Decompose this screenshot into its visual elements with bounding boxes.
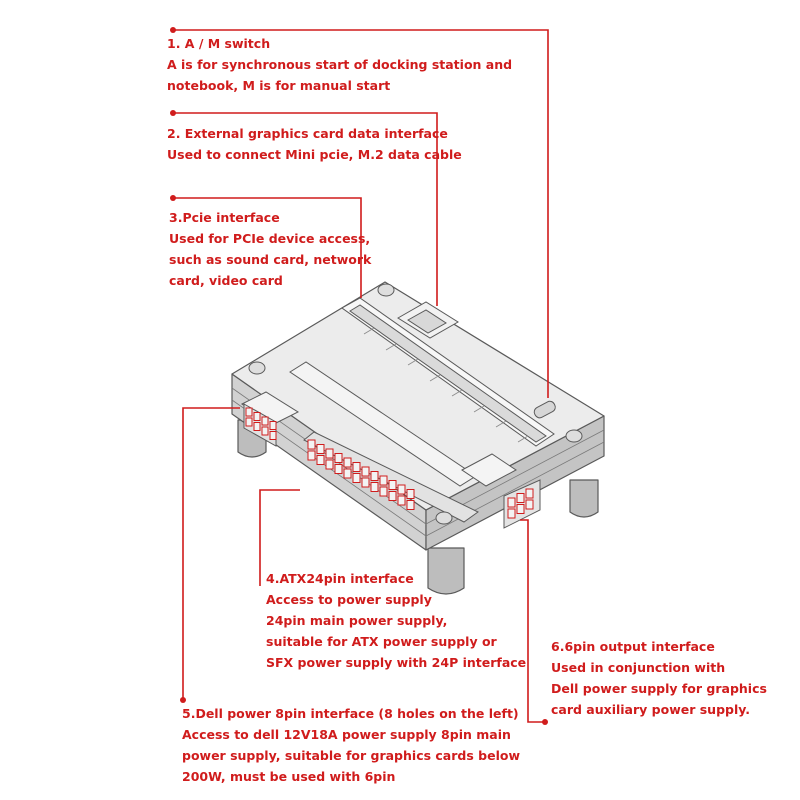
connector-pin: [370, 471, 379, 481]
annotation-line: card auxiliary power supply.: [551, 702, 751, 717]
annotation-atx24: 4.ATX24pin interface Access to power sup…: [266, 568, 526, 673]
annotation-line: 1. A / M switch: [167, 36, 271, 51]
connector-pin: [334, 464, 343, 474]
connector-pin: [261, 416, 269, 426]
annotation-line: 200W, must be used with 6pin: [182, 769, 396, 784]
callout-line-six-pin: [520, 519, 545, 723]
annotation-gpu-data: 2. External graphics card data interface…: [167, 123, 462, 165]
annotation-line: SFX power supply with 24P interface: [266, 655, 527, 670]
connector-pin: [253, 412, 261, 421]
connector-pin: [269, 421, 277, 430]
foot-front: [427, 547, 465, 595]
annotation-line: such as sound card, network: [169, 252, 372, 267]
connector-pin: [325, 459, 334, 470]
connector-pin: [245, 407, 253, 417]
annotation-line: suitable for ATX power supply or: [266, 634, 497, 649]
foot-right: [569, 479, 599, 518]
annotation-line: A is for synchronous start of docking st…: [167, 57, 513, 72]
connector-pin: [352, 473, 361, 483]
connector-pin: [343, 468, 352, 479]
annotation-six-pin: 6.6pin output interface Used in conjunct…: [551, 636, 767, 720]
annotation-line: 4.ATX24pin interface: [266, 571, 414, 586]
connector-pin: [352, 462, 361, 472]
connector-pin: [406, 489, 415, 499]
connector-pin: [307, 439, 316, 450]
connector-pin: [307, 450, 316, 461]
connector-pin: [516, 504, 525, 514]
callout-lines: [173, 29, 549, 723]
dell-8pin-pins: [245, 407, 277, 440]
connector-pin: [388, 491, 397, 501]
connector-pin: [388, 480, 397, 490]
connector-pin: [316, 444, 325, 454]
annotation-pcie: 3.Pcie interface Used for PCIe device ac…: [169, 207, 371, 291]
connector-pin: [316, 455, 325, 465]
connector-pin: [379, 486, 388, 497]
connector-pin: [397, 495, 406, 506]
connector-pin: [361, 466, 370, 477]
annotation-line: Used for PCIe device access,: [169, 231, 371, 246]
connector-pin: [343, 457, 352, 468]
annotation-line: 2. External graphics card data interface: [167, 126, 448, 141]
connector-pin: [253, 422, 261, 431]
annotation-line: card, video card: [169, 273, 283, 288]
connector-pin: [525, 499, 534, 510]
annotation-line: Access to dell 12V18A power supply 8pin …: [182, 727, 511, 742]
annotation-line: power supply, suitable for graphics card…: [182, 748, 520, 763]
am-switch: [533, 400, 556, 419]
connector-pin: [269, 431, 277, 440]
callout-line-dell8pin: [182, 407, 240, 700]
connector-pin: [361, 477, 370, 488]
annotation-line: notebook, M is for manual start: [167, 78, 391, 93]
annotation-line: Used in conjunction with: [551, 660, 726, 675]
connector-pin: [397, 484, 406, 495]
annotation-dell8pin: 5.Dell power 8pin interface (8 holes on …: [182, 703, 520, 787]
annotation-line: 24pin main power supply,: [266, 613, 448, 628]
annotation-line: Dell power supply for graphics: [551, 681, 767, 696]
data-port: [397, 301, 459, 339]
annotation-line: Access to power supply: [266, 592, 432, 607]
screws: [248, 283, 583, 525]
callout-dots: [170, 27, 548, 725]
annotation-am-switch: 1. A / M switch A is for synchronous sta…: [167, 33, 512, 96]
callout-line-atx24: [259, 489, 300, 586]
annotation-line: Used to connect Mini pcie, M.2 data cabl…: [167, 147, 462, 162]
connector-pin: [261, 426, 269, 436]
connector-pin: [370, 482, 379, 492]
callout-line-gpu-data: [173, 112, 438, 306]
callout-line-pcie: [173, 197, 362, 298]
connector-pin: [516, 493, 525, 503]
connector-pin: [507, 508, 516, 519]
connector-pin: [525, 488, 534, 499]
callout-line-am-switch: [173, 29, 549, 398]
connector-pin: [245, 417, 253, 427]
atx24-pins: [307, 439, 415, 510]
connector-pin-groups: [245, 407, 534, 519]
connector-pin: [406, 500, 415, 510]
connector-pin: [507, 497, 516, 508]
connector-pin: [325, 448, 334, 459]
pcie-slot: [341, 297, 555, 447]
annotation-line: 3.Pcie interface: [169, 210, 280, 225]
annotation-line: 6.6pin output interface: [551, 639, 715, 654]
connector-pin: [379, 475, 388, 486]
connector-pin: [334, 453, 343, 463]
six-pin-pins: [507, 488, 534, 519]
annotation-line: 5.Dell power 8pin interface (8 holes on …: [182, 706, 519, 721]
